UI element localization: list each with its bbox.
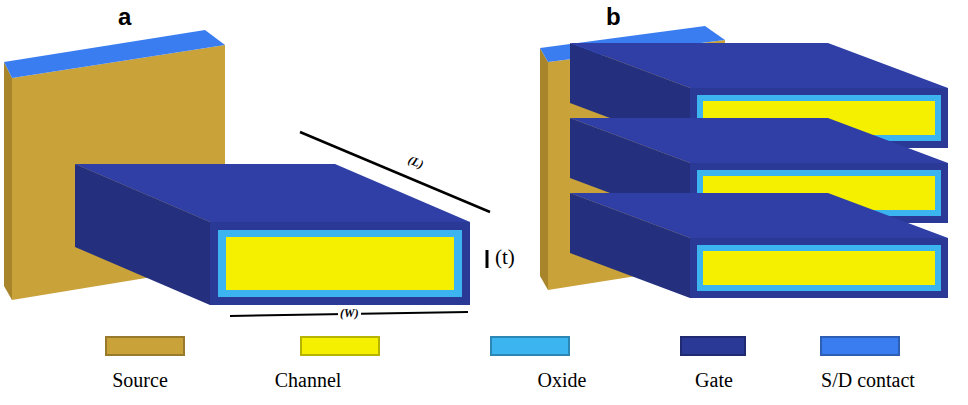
length-dimension-line — [300, 132, 490, 212]
legend-swatch — [105, 336, 185, 356]
gate-top — [570, 118, 948, 163]
legend-label: Oxide — [538, 369, 587, 391]
channel-front — [703, 251, 935, 285]
gate-top — [570, 43, 948, 88]
panel-letter: a — [118, 4, 131, 30]
oxide-front — [218, 230, 462, 297]
nanosheet — [570, 193, 948, 298]
panel-letter: b — [606, 4, 621, 30]
dimension-label: (t) — [495, 246, 515, 269]
gate-top — [75, 164, 470, 222]
stacked-sheets — [570, 43, 948, 298]
dimension-label: (L) — [405, 153, 428, 173]
channel-front — [226, 237, 454, 290]
legend-swatch — [680, 336, 746, 356]
oxide-front — [697, 245, 941, 291]
legend-swatch — [820, 336, 900, 356]
gate-front — [210, 222, 470, 305]
source-contact — [4, 30, 225, 78]
legend-label: Source — [112, 369, 168, 391]
thickness-tick — [486, 250, 489, 268]
legend-label: Gate — [695, 369, 733, 391]
dimension-label: (W) — [338, 307, 361, 321]
legend-label: S/D contact — [821, 369, 915, 391]
legend-label: Channel — [275, 369, 342, 391]
source-side — [4, 62, 12, 300]
legend-swatch — [300, 336, 380, 356]
gate-top — [570, 193, 948, 238]
device-a — [4, 30, 490, 316]
legend-swatch — [490, 336, 570, 356]
source-side — [540, 48, 548, 290]
gate-front — [690, 238, 948, 298]
